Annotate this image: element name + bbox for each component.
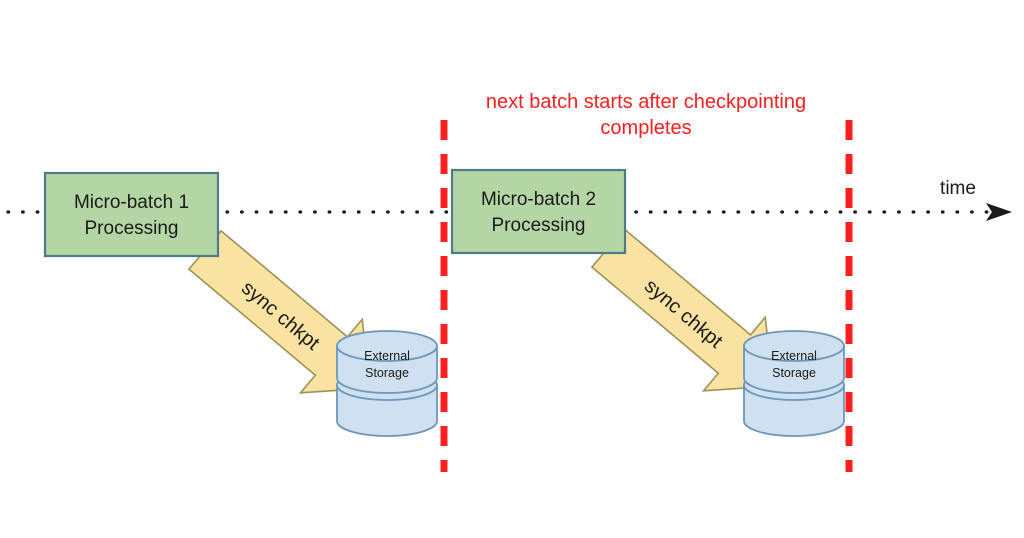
micro-batch-1: Micro-batch 1 Processing — [43, 171, 220, 258]
micro-batch-1-line-2: Processing — [85, 218, 179, 239]
external-storage-1-line-1: External — [364, 349, 410, 363]
checkpoint-note-line-2: completes — [600, 117, 691, 139]
external-storage-2-top-disk — [743, 330, 845, 362]
time-axis-arrowhead-icon — [986, 203, 1012, 221]
external-storage-2: External Storage — [743, 330, 845, 437]
external-storage-1-line-2: Storage — [365, 366, 409, 380]
micro-batch-1-box — [43, 171, 220, 258]
external-storage-1-top-disk — [336, 330, 438, 362]
micro-batch-2: Micro-batch 2 Processing — [450, 168, 627, 255]
micro-batch-1-line-1: Micro-batch 1 — [74, 192, 189, 213]
external-storage-1: External Storage — [336, 330, 438, 437]
micro-batch-2-box — [450, 168, 627, 255]
checkpoint-note-line-1: next batch starts after checkpointing — [486, 91, 806, 113]
time-axis: time — [6, 178, 1012, 221]
external-storage-2-line-2: Storage — [772, 366, 816, 380]
time-axis-label: time — [940, 178, 976, 199]
external-storage-2-line-1: External — [771, 349, 817, 363]
micro-batch-2-line-2: Processing — [492, 215, 586, 236]
checkpoint-note: next batch starts after checkpointing co… — [486, 91, 806, 139]
micro-batch-2-line-1: Micro-batch 2 — [481, 189, 596, 210]
